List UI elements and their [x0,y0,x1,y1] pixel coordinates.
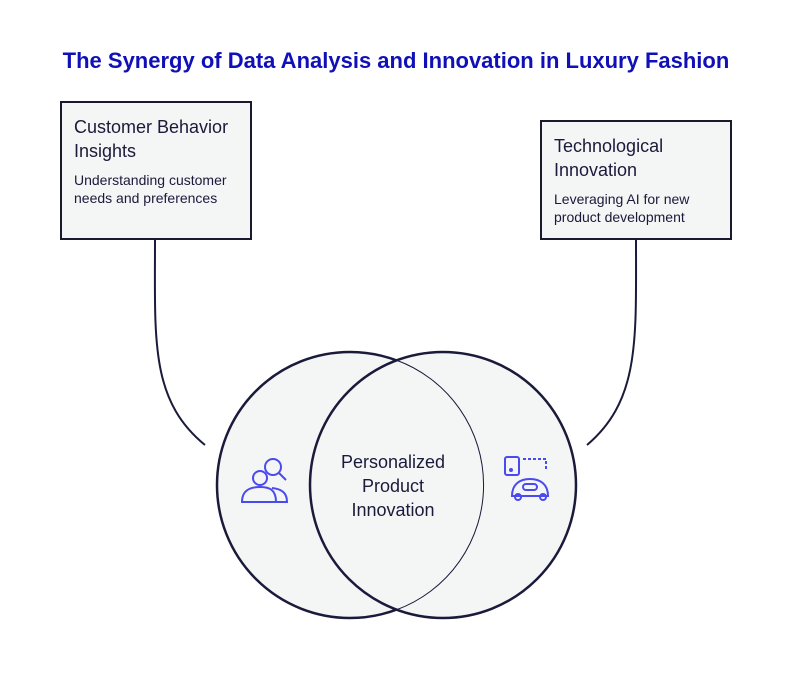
connector-left [153,239,206,446]
technological-innovation-box: Technological Innovation Leveraging AI f… [540,120,732,240]
circle-right [308,350,578,620]
box-description: Leveraging AI for new product developmen… [554,191,690,225]
box-heading: Customer Behavior Insights [74,117,229,161]
connector-right [586,239,638,446]
diagram-title: The Synergy of Data Analysis and Innovat… [62,48,730,73]
customer-behavior-box: Customer Behavior Insights Understanding… [60,101,252,240]
circle-left-overlap-arc [395,359,485,611]
autonomous-car-icon [504,456,550,501]
customer-search-icon [240,458,289,503]
box-description: Understanding customer needs and prefere… [74,172,227,206]
intersection-label: Personalized Product Innovation [340,452,446,520]
box-heading: Technological Innovation [554,136,664,180]
